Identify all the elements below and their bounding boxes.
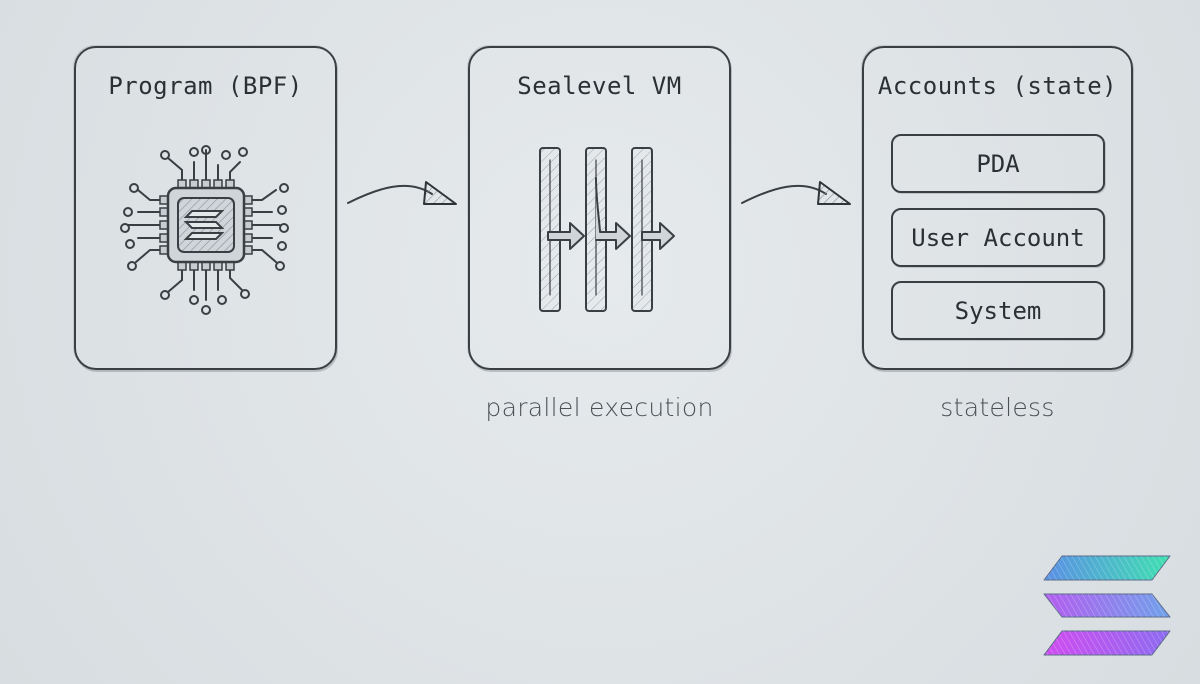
account-item-user-account: User Account: [891, 208, 1105, 267]
program-box: Program (BPF): [74, 46, 337, 370]
account-item-pda: PDA: [891, 134, 1105, 193]
accounts-title: Accounts (state): [877, 72, 1118, 100]
cpu-chip-icon: [120, 145, 289, 315]
arrow-program-to-vm: [347, 181, 457, 205]
accounts-box: Accounts (state) PDA User Account System: [862, 46, 1133, 370]
account-item-system: System: [891, 281, 1105, 340]
program-title: Program (BPF): [108, 72, 303, 100]
accounts-caption: stateless: [940, 393, 1055, 422]
parallel-lanes-icon: [539, 147, 675, 312]
vm-caption: parallel execution: [485, 393, 714, 422]
arrow-vm-to-accounts: [741, 181, 851, 205]
vm-box: Sealevel VM: [468, 46, 731, 370]
solana-logo-icon: [1043, 555, 1171, 656]
vm-title: Sealevel VM: [517, 72, 682, 100]
